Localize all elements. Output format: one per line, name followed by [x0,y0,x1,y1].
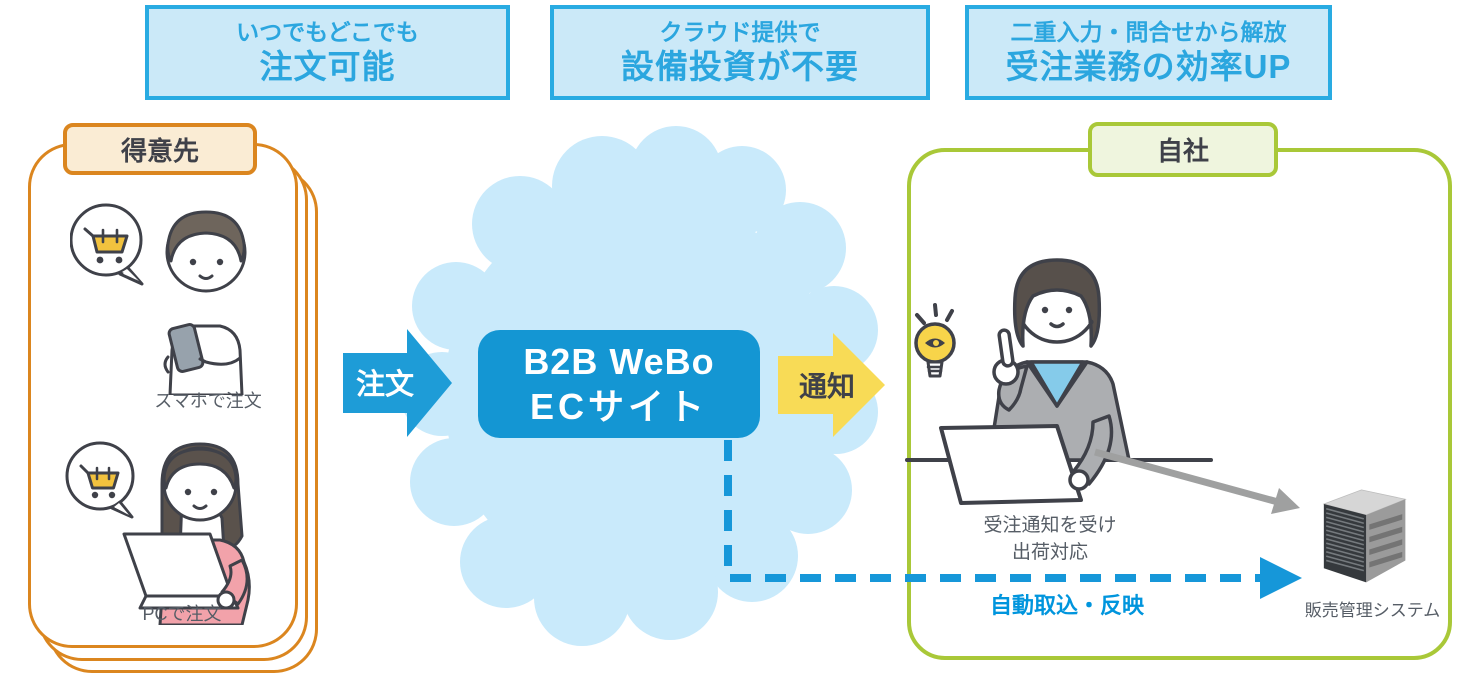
cart-icon-2 [79,464,120,499]
badge-anytime-order: いつでもどこでも 注文可能 [145,5,510,100]
order-arrow: 注文 [343,329,452,437]
woman-bangs [162,447,238,490]
badge-order-efficiency-line1: 二重入力・問合せから解放 [1010,19,1287,46]
caption-clerk-line2: 出荷対応 [1011,541,1088,563]
badge-anytime-order-line1: いつでもどこでも [236,19,419,46]
service-name-line2: ECサイト [529,386,708,427]
caption-smartphone-order: スマホで注文 [154,391,262,411]
caption-clerk: 受注通知を受け 出荷対応 [935,513,1165,566]
customer-group-label: 得意先 [63,123,257,175]
notify-arrow: 通知 [778,333,885,437]
cart-icon [83,227,129,264]
clerk-laptop [939,424,1083,505]
clerk-finger [997,328,1015,368]
speech-bubble-cart-2 [65,441,135,519]
clerk-illustration [905,258,1213,505]
lightbulb-icon [914,303,956,378]
smartphone-icon [167,323,205,373]
badge-cloud-no-investment-line2: 設備投資が不要 [621,48,859,86]
badge-order-efficiency: 二重入力・問合せから解放 受注業務の効率UP [965,5,1332,100]
badge-order-efficiency-line2: 受注業務の効率UP [1005,48,1292,86]
order-arrow-label: 注文 [356,367,415,401]
server-icon [1322,489,1407,583]
caption-clerk-line1: 受注通知を受け [983,515,1117,536]
pc-order-illustration [65,441,251,625]
man-hair [166,210,246,263]
badge-anytime-order-line2: 注文可能 [259,48,396,86]
caption-sales-system: 販売管理システム [1304,601,1441,620]
auto-import-label: 自動取込・反映 [989,593,1144,618]
caption-pc-order: PCで注文 [142,604,222,624]
service-box: B2B WeBo ECサイト [478,330,760,438]
speech-bubble-cart [70,203,144,286]
badge-cloud-no-investment: クラウド提供で 設備投資が不要 [550,5,930,100]
service-name-line1: B2B WeBo [523,341,715,382]
badge-cloud-no-investment-line1: クラウド提供で [659,19,821,46]
smartphone-order-illustration [70,203,247,395]
company-group-label: 自社 [1088,122,1278,177]
notify-arrow-label: 通知 [799,370,855,402]
